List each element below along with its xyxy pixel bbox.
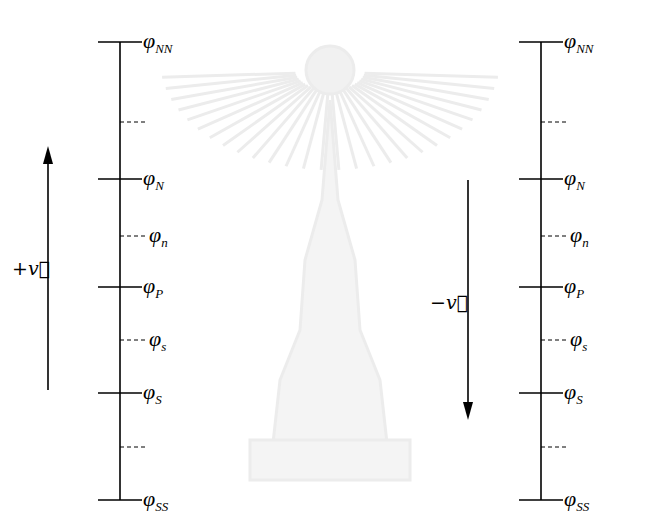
variable-label: φS bbox=[143, 381, 162, 406]
variable-label: φS bbox=[564, 381, 583, 406]
grid-line-right bbox=[519, 42, 567, 500]
velocity-label: +v⃗ bbox=[12, 259, 50, 278]
variable-label: φN bbox=[564, 167, 585, 192]
watermark bbox=[162, 46, 498, 480]
variable-label: φs bbox=[570, 328, 587, 353]
variable-label: φP bbox=[143, 275, 163, 300]
variable-label: φP bbox=[564, 275, 584, 300]
variable-label: φN bbox=[143, 167, 164, 192]
velocity-label: −v⃗ bbox=[430, 293, 468, 312]
variable-label: φSS bbox=[564, 488, 589, 513]
variable-label: φNN bbox=[143, 30, 173, 55]
variable-label: φn bbox=[570, 224, 589, 249]
variable-label: φSS bbox=[143, 488, 168, 513]
variable-label: φs bbox=[149, 328, 166, 353]
variable-label: φNN bbox=[564, 30, 594, 55]
velocity-arrow bbox=[43, 146, 473, 420]
grid-line-left bbox=[98, 42, 146, 500]
variable-label: φn bbox=[149, 224, 168, 249]
